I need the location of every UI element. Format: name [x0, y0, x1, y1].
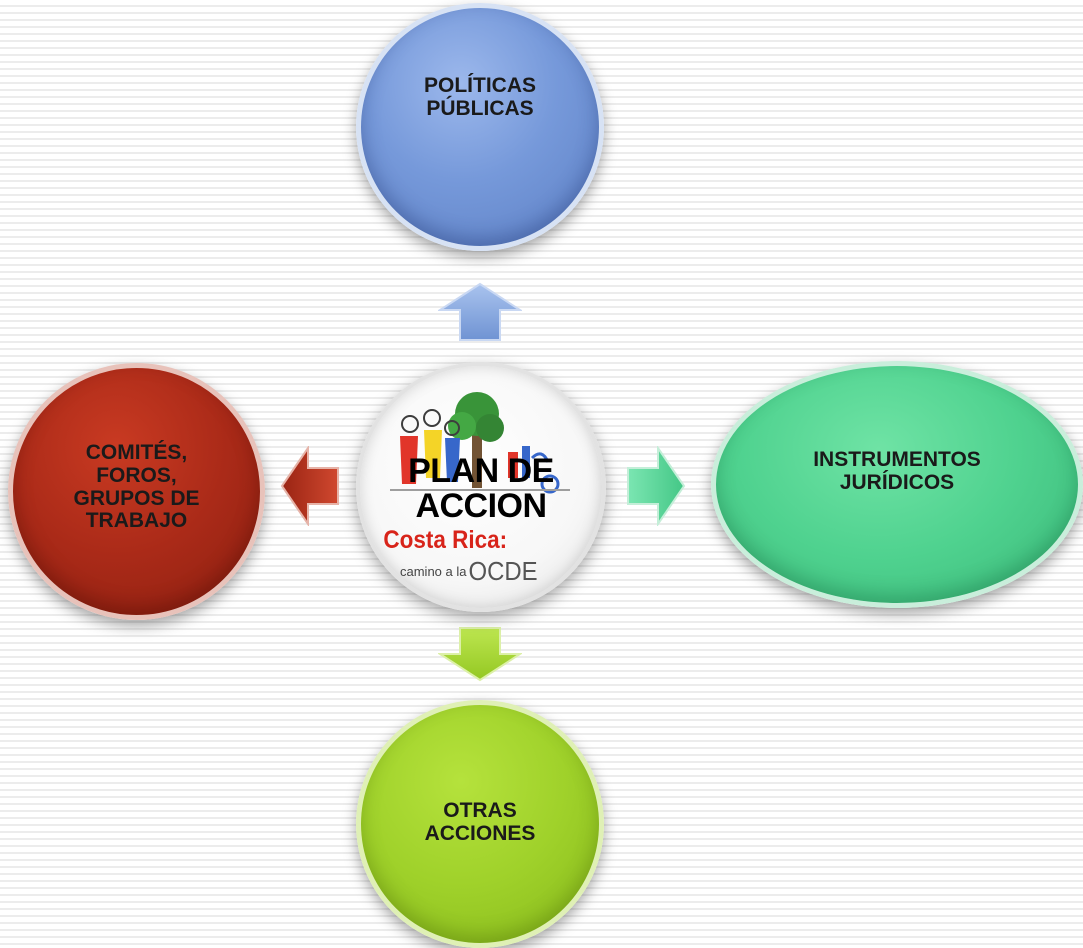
arrow-right-icon: [627, 446, 686, 526]
node-comites-foros: COMITÉS, FOROS, GRUPOS DE TRABAJO: [8, 363, 265, 620]
node-politicas-publicas: POLÍTICAS PÚBLICAS: [356, 3, 604, 251]
node-instrumentos-juridicos: INSTRUMENTOS JURÍDICOS: [711, 361, 1083, 608]
arrow-up-icon: [438, 282, 522, 341]
node-label-comites: COMITÉS, FOROS, GRUPOS DE TRABAJO: [73, 441, 200, 533]
node-label-politicas: POLÍTICAS PÚBLICAS: [423, 74, 536, 120]
costa-rica-ocde-logo-icon: Costa Rica: camino a la OCDE: [383, 392, 570, 586]
logo-text-ocde: OCDE: [469, 557, 538, 586]
node-label-otras: OTRAS ACCIONES: [424, 798, 536, 845]
arrow-down-icon: [438, 627, 522, 682]
node-label-instrumentos: INSTRUMENTOS JURÍDICOS: [813, 447, 981, 494]
logo-text-camino: camino a la: [400, 564, 467, 579]
center-label: PLAN DE ACCION: [408, 452, 554, 525]
node-otras-acciones: OTRAS ACCIONES: [356, 700, 604, 948]
center-node-plan-de-accion: Costa Rica: camino a la OCDE PLAN DE ACC…: [356, 362, 606, 612]
arrow-left-icon: [280, 446, 339, 526]
logo-text-costa-rica: Costa Rica:: [383, 526, 507, 554]
